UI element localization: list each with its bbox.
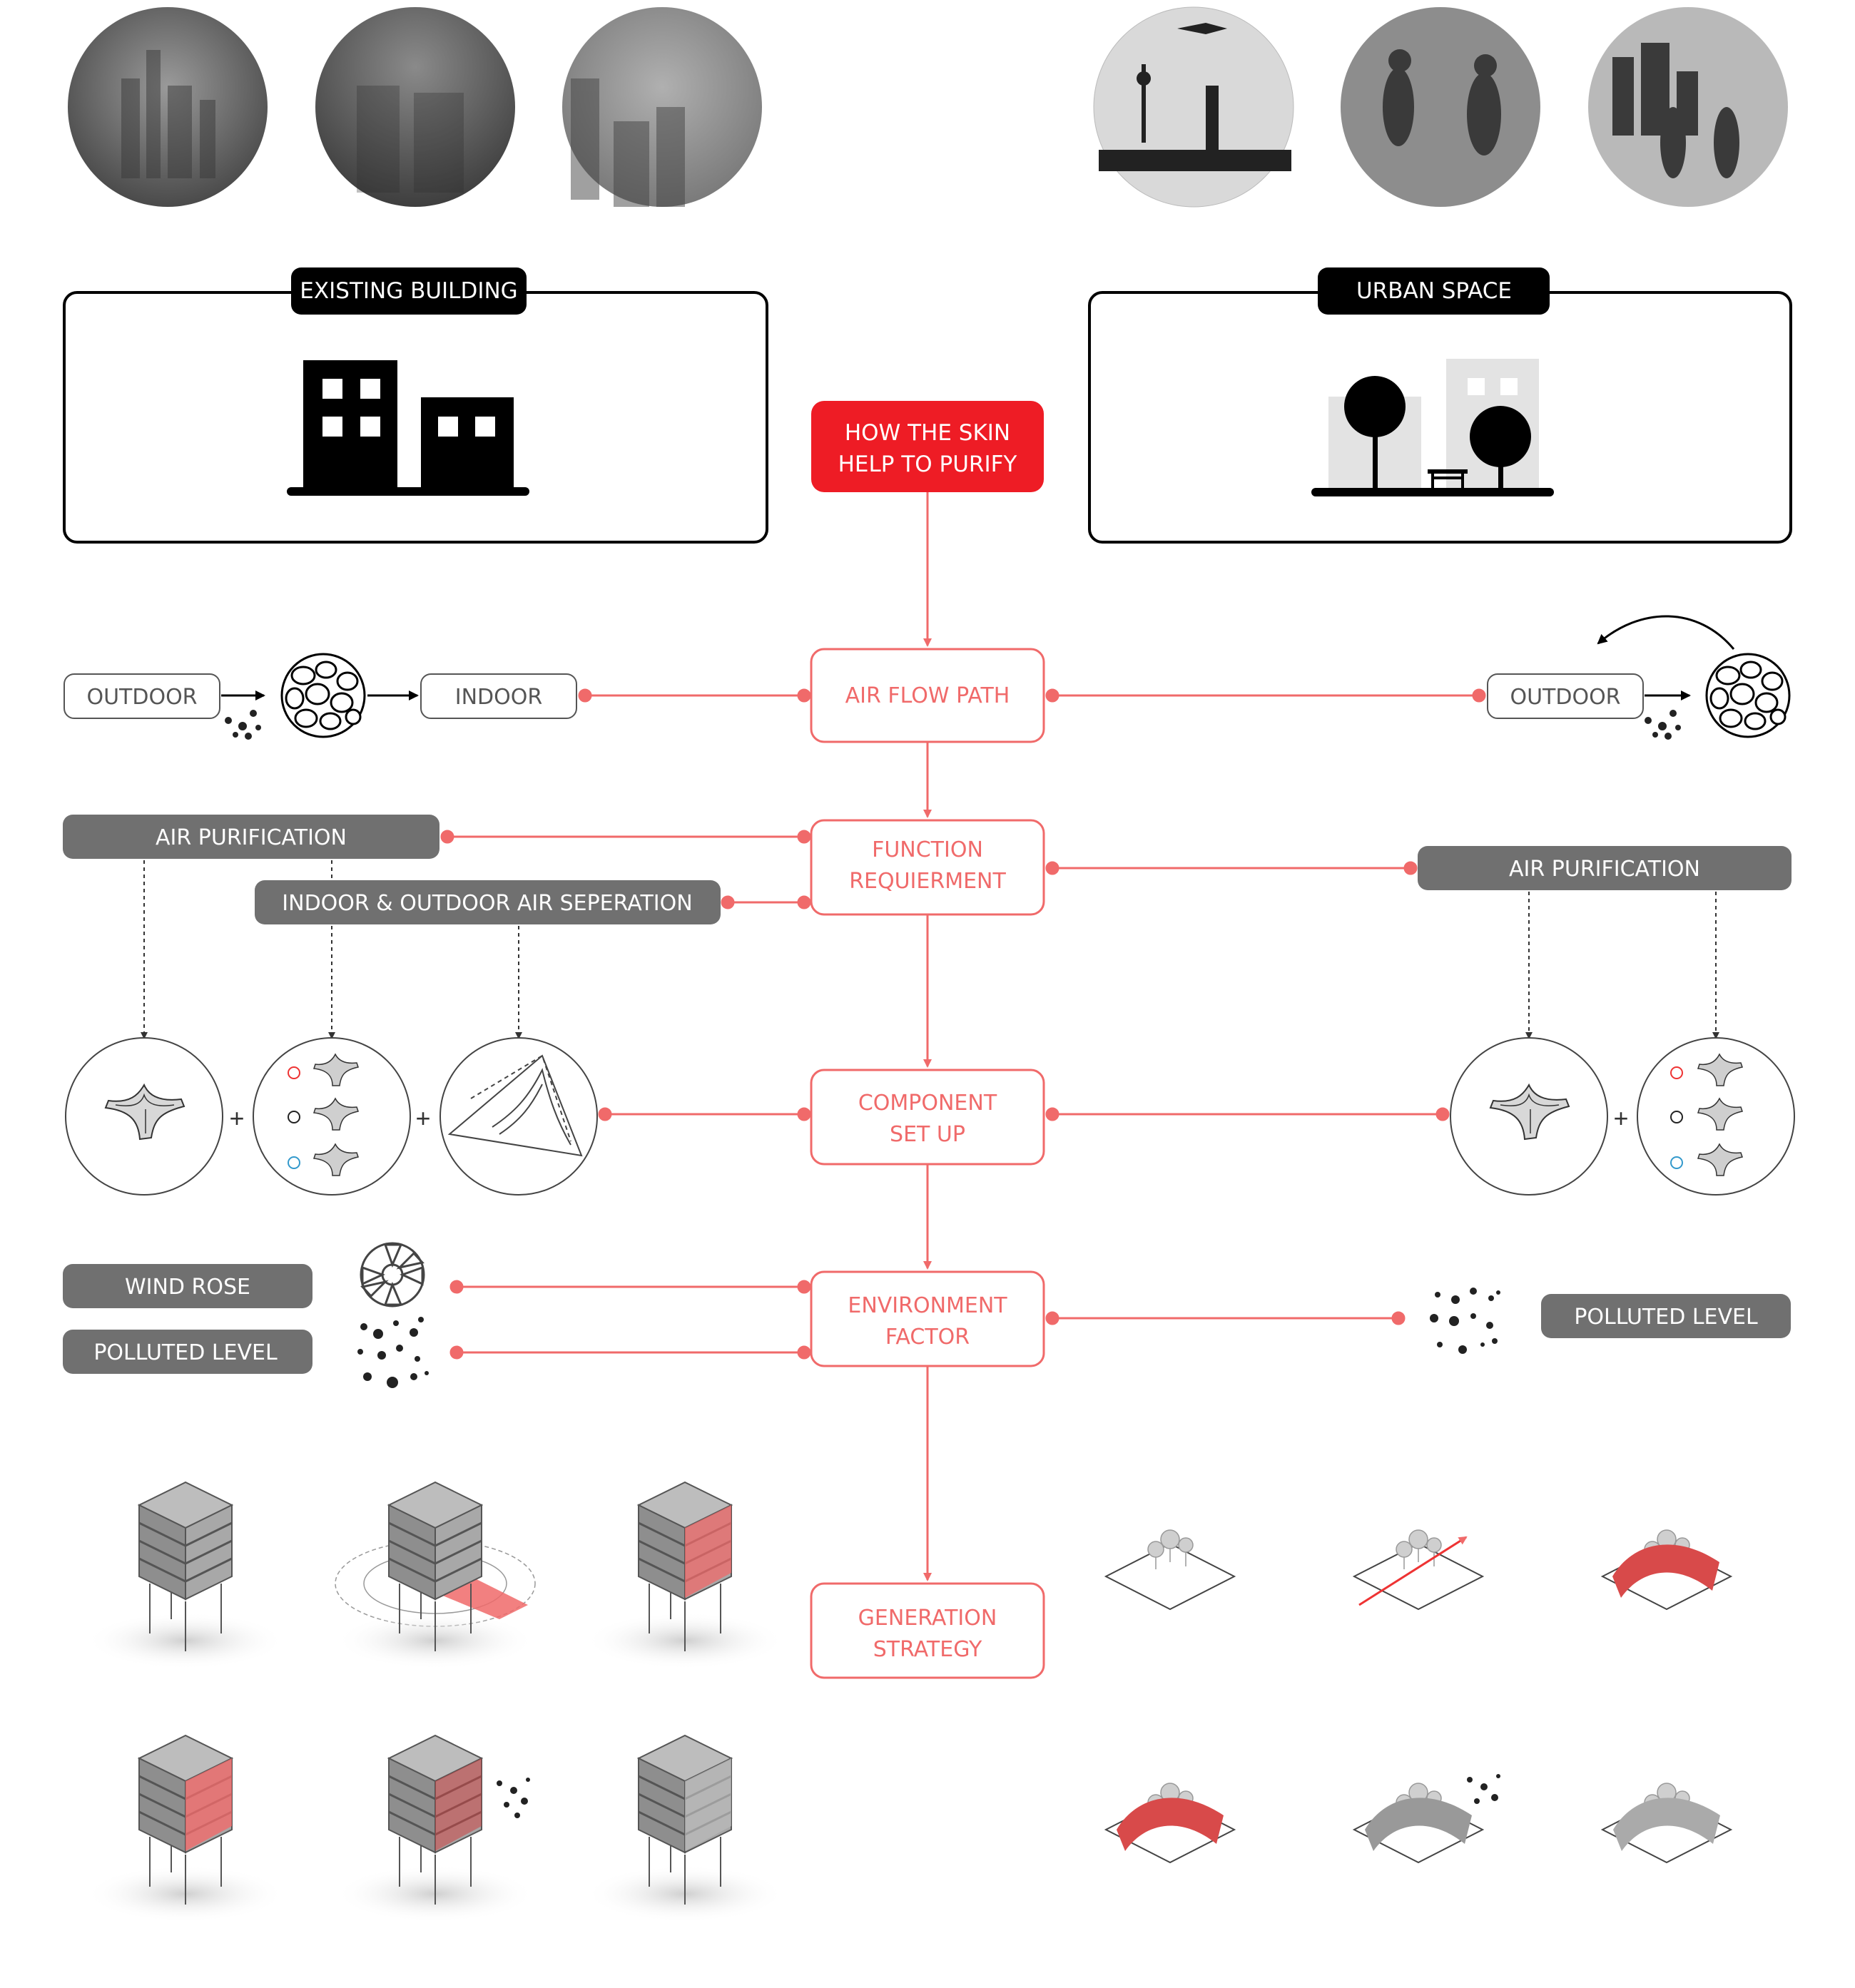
plus-sign-2: +: [415, 1103, 430, 1133]
right-component-variants: [1670, 1054, 1743, 1176]
axonometric-building-icon-2: [334, 1481, 537, 1671]
bund-photo-1: [1093, 6, 1294, 208]
left-particles-icon: [225, 710, 261, 740]
right-air-purification-pill: [1418, 846, 1792, 890]
air-separation-label: INDOOR & OUTDOOR AIR SEPERATION: [282, 891, 692, 916]
left-air-purification-pill: [63, 815, 439, 859]
existing-building-header: EXISTING BUILDING: [300, 278, 517, 304]
air-separation-pill: [255, 880, 721, 924]
environment-factor-node[interactable]: [810, 1270, 1045, 1367]
right-particles-icon: [1645, 710, 1681, 740]
right-strategy-row-2: [1105, 1774, 1732, 1863]
urban-space-header: URBAN SPACE: [1356, 278, 1512, 304]
root-question-line-2: HELP TO PURIFY: [838, 452, 1017, 477]
generation-strategy-line-2: STRATEGY: [873, 1637, 982, 1662]
wind-rose-pill: [63, 1264, 312, 1308]
axonometric-urban-icon-2: [1353, 1529, 1483, 1610]
urban-space-panel: [1088, 291, 1792, 544]
smog-photo-2: [315, 7, 515, 207]
left-component-circle-3: [439, 1037, 598, 1196]
right-polluted-level-label: POLLUTED LEVEL: [1574, 1305, 1758, 1330]
left-outdoor-pill: [63, 673, 220, 719]
air-flow-path-label: AIR FLOW PATH: [845, 683, 1010, 708]
urban-space-icon: [1311, 359, 1554, 496]
axonometric-building-icon-1: [84, 1481, 287, 1671]
photo-row-left: [68, 7, 762, 207]
function-requirement-node[interactable]: [810, 819, 1045, 916]
triangle-geometry-icon: [447, 1054, 583, 1157]
component-setup-line-2: SET UP: [890, 1122, 965, 1147]
indoor-pill: [420, 673, 577, 719]
left-strategy-row-1: [84, 1481, 786, 1671]
urban-space-header-pill: [1318, 267, 1550, 315]
existing-building-header-pill: [291, 267, 527, 315]
left-strategy-row-2: [84, 1734, 786, 1924]
plus-sign-1: +: [229, 1103, 244, 1133]
photo-row-right: [1093, 6, 1788, 208]
left-outdoor-label: OUTDOOR: [86, 685, 197, 710]
left-porous-filter-icon: [280, 653, 366, 738]
function-requirement-line-2: REQUIERMENT: [849, 869, 1006, 894]
function-requirement-line-1: FUNCTION: [872, 837, 983, 862]
left-polluted-particles-icon: [357, 1317, 429, 1388]
tai-chi-photo: [1341, 7, 1540, 207]
left-air-purification-label: AIR PURIFICATION: [156, 825, 347, 850]
component-setup-line-1: COMPONENT: [858, 1091, 997, 1116]
right-air-purification-label: AIR PURIFICATION: [1509, 857, 1700, 882]
left-component-variants: [288, 1054, 359, 1176]
right-polluted-level-pill: [1541, 1294, 1791, 1338]
right-strategy-row-1: [1105, 1529, 1732, 1610]
wind-rose-icon: [360, 1242, 425, 1308]
left-polluted-level-pill: [63, 1330, 312, 1374]
axonometric-urban-icon-4: [1105, 1783, 1235, 1863]
air-flow-path-node[interactable]: [810, 648, 1045, 743]
generation-strategy-line-1: GENERATION: [858, 1606, 997, 1631]
root-question-node[interactable]: [811, 401, 1044, 492]
axonometric-building-icon-3: [584, 1481, 786, 1671]
environment-factor-line-2: FACTOR: [885, 1325, 970, 1350]
axonometric-building-icon-4: [84, 1734, 287, 1924]
building-icon: [287, 360, 529, 496]
environment-factor-line-1: ENVIRONMENT: [848, 1293, 1007, 1318]
axonometric-urban-icon-5: [1353, 1774, 1500, 1863]
axonometric-urban-icon-3: [1602, 1529, 1732, 1610]
root-question-line-1: HOW THE SKIN: [845, 420, 1010, 446]
return-arrow: [1597, 615, 1735, 650]
right-porous-filter-icon: [1705, 653, 1791, 738]
axonometric-building-icon-6: [584, 1734, 786, 1924]
dotted-guides: [141, 860, 1719, 1039]
indoor-label: INDOOR: [455, 685, 542, 710]
left-polluted-level-label: POLLUTED LEVEL: [93, 1340, 278, 1365]
axonometric-building-icon-5: [334, 1734, 537, 1924]
axonometric-urban-icon-6: [1602, 1783, 1732, 1863]
existing-building-panel: [63, 291, 768, 544]
right-polluted-particles-icon: [1430, 1288, 1500, 1354]
side-connectors: [440, 688, 1486, 1360]
right-outdoor-pill: [1487, 673, 1644, 719]
right-outdoor-label: OUTDOOR: [1510, 685, 1620, 710]
wind-rose-label: WIND ROSE: [125, 1275, 250, 1300]
plus-sign-3: +: [1613, 1103, 1628, 1133]
component-setup-node[interactable]: [810, 1069, 1045, 1166]
axonometric-urban-icon-1: [1105, 1529, 1235, 1610]
generation-strategy-node[interactable]: [810, 1582, 1045, 1679]
